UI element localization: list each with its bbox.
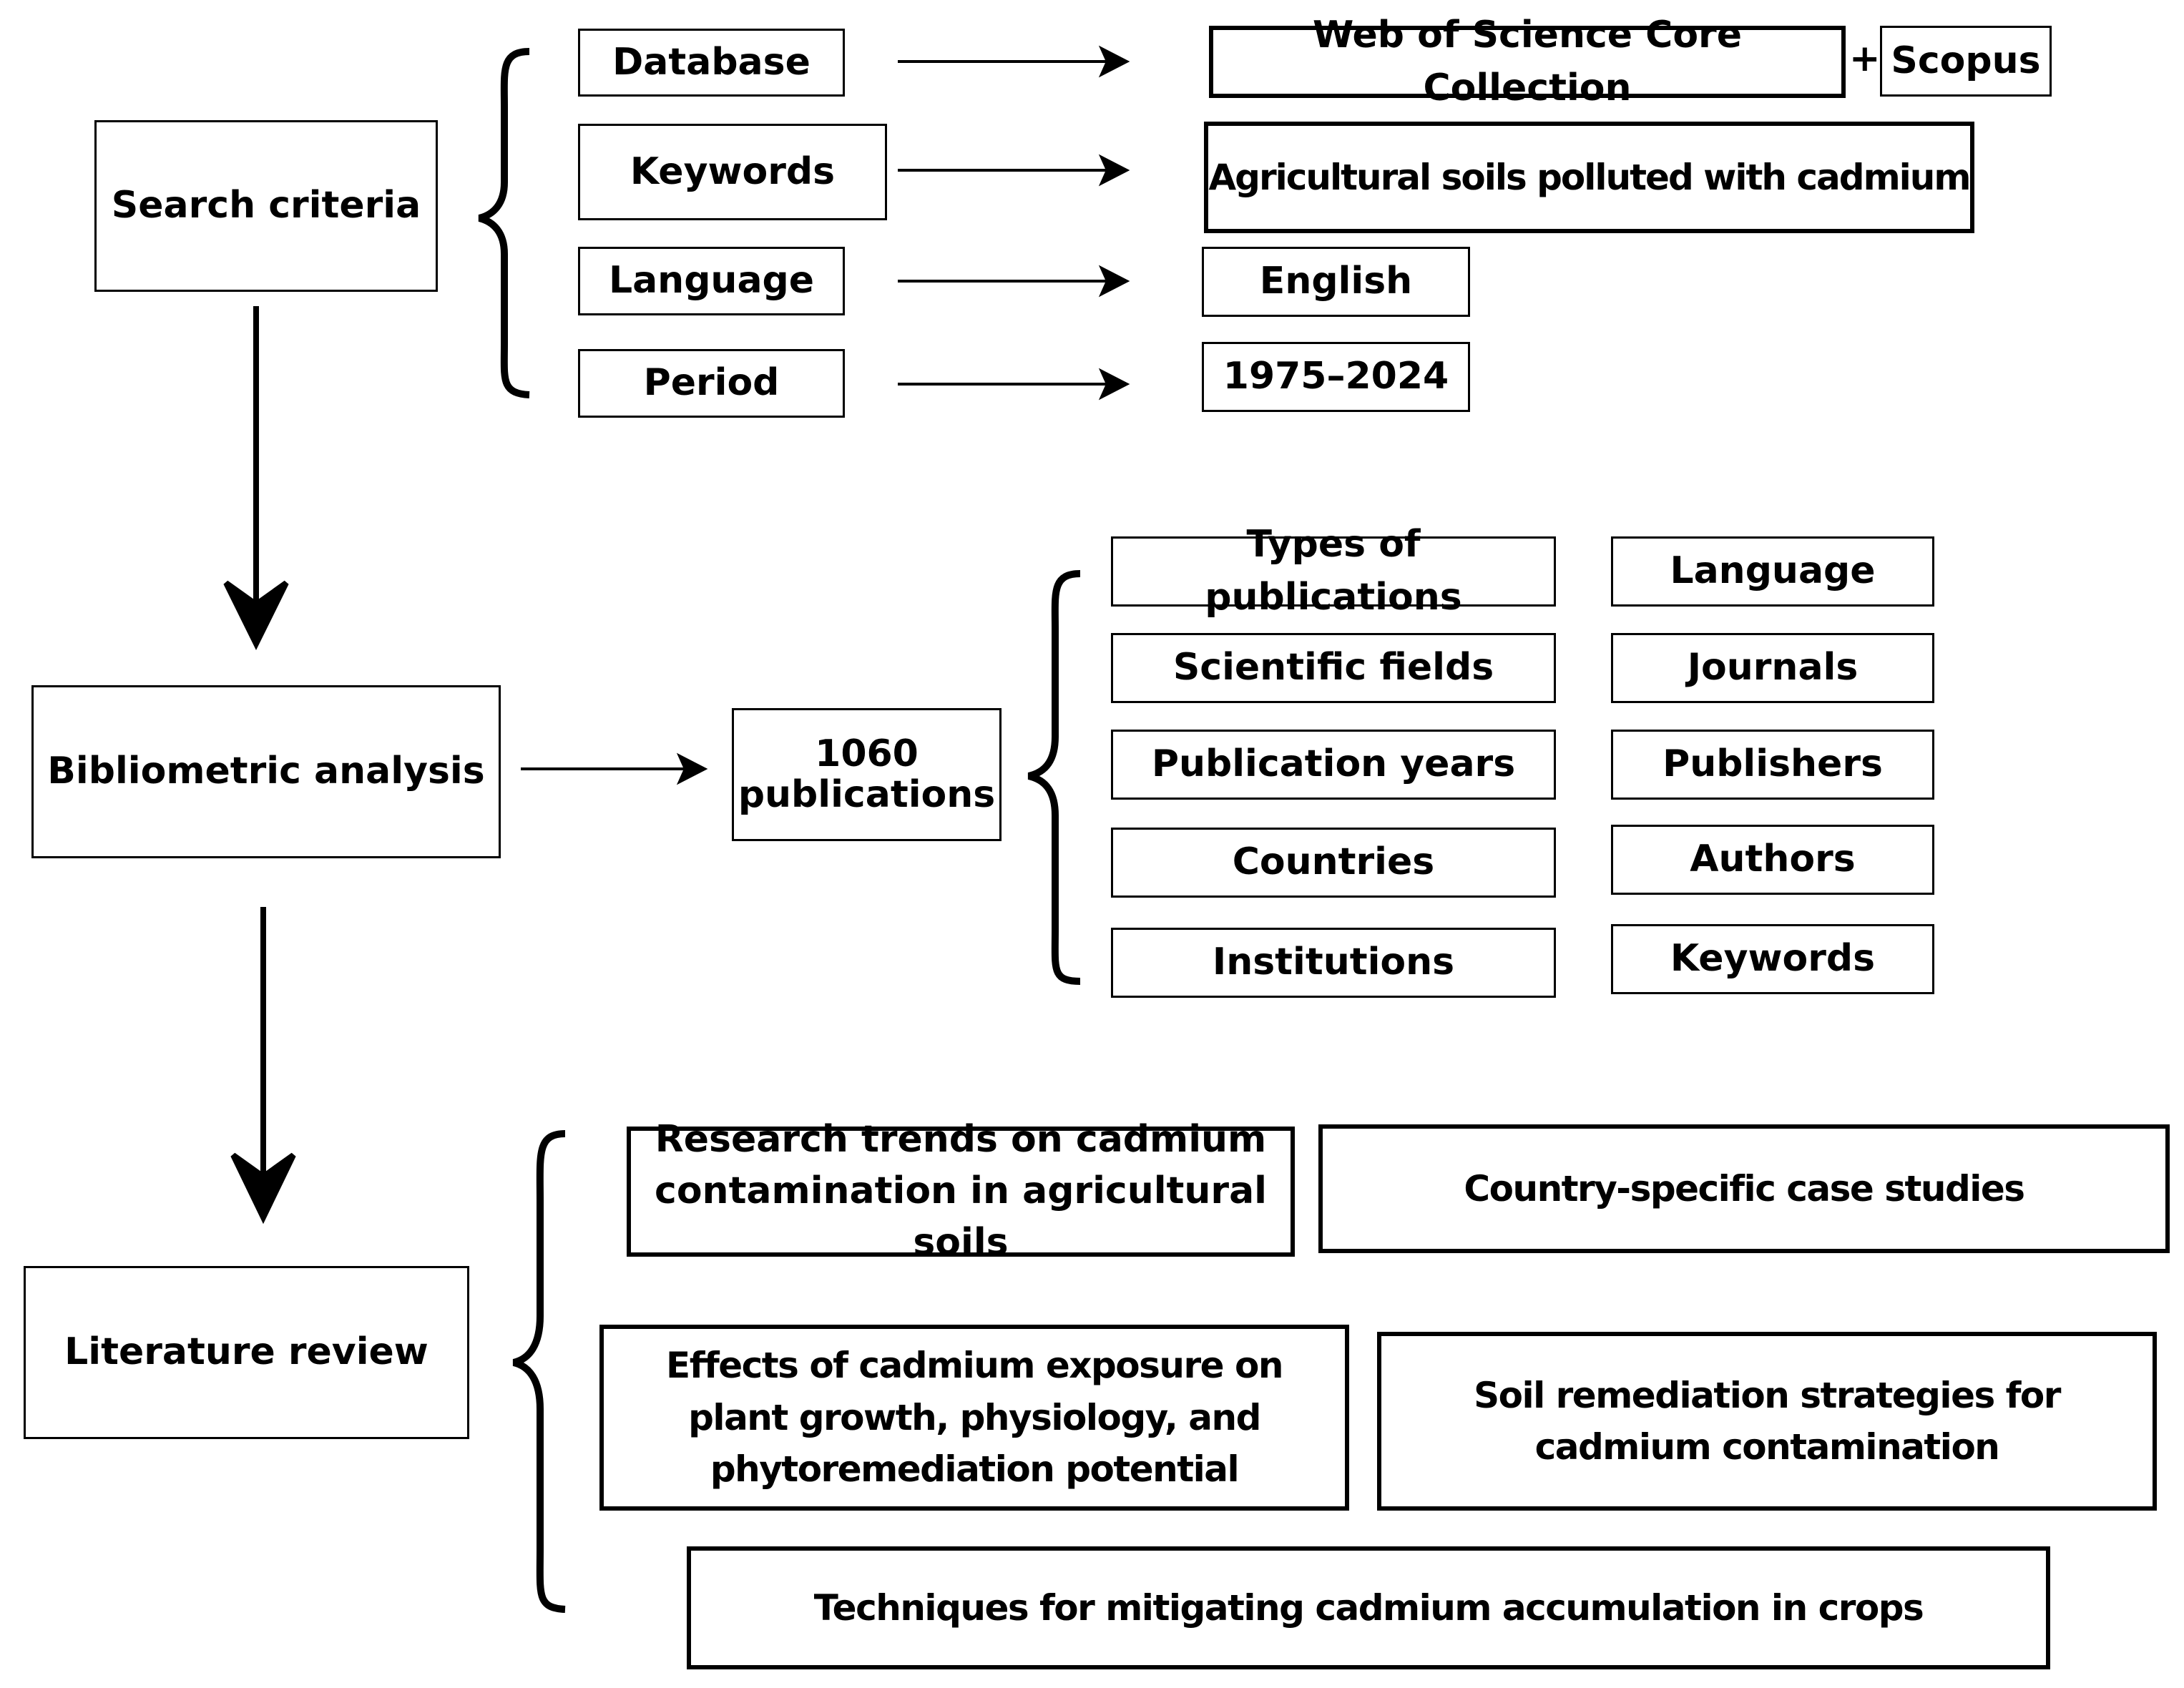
criteria-value-text: Web of Science Core Collection [1313,13,1742,109]
criteria-language-value: English [1202,247,1470,317]
bib-item-text: Publication years [1151,742,1516,786]
review-topic-box: Effects of cadmium exposure on plant gro… [599,1325,1349,1511]
review-topic-box: Country-specific case studies [1318,1124,2170,1253]
review-topic-box: Soil remediation strategies for cadmium … [1377,1332,2157,1511]
bibliometric-analysis-box: Bibliometric analysis [31,685,501,858]
criteria-keywords-label: Keywords [578,124,887,220]
review-brace [512,1130,566,1613]
criteria-label-text: Language [608,259,815,303]
review-topic-text: Research trends on cadmium contamination… [655,1118,1267,1264]
bib-item-text: Institutions [1212,941,1455,984]
bib-item-left: Types of publications [1111,523,1556,619]
criteria-label-text: Period [643,361,780,405]
criteria-period-label: Period [578,349,845,418]
database-plus-sign: + [1849,37,1881,80]
criteria-value-text: English [1259,260,1413,303]
criteria-keywords-value: Agricultural soils polluted with cadmium [1204,122,1974,233]
literature-review-title: Literature review [64,1330,429,1374]
criteria-arrows [521,45,1130,785]
criteria-database-value: Web of Science Core Collection [1209,14,1846,109]
bib-item-left: Scientific fields [1111,633,1556,703]
criteria-period-value: 1975–2024 [1202,342,1470,412]
review-topic-box: Research trends on cadmium contamination… [627,1118,1295,1264]
review-topic-text: Effects of cadmium exposure on plant gro… [666,1345,1283,1491]
publications-count-box: 1060 publications [732,708,1002,841]
criteria-database-extra: Scopus [1880,26,2052,97]
bib-item-text: Scientific fields [1172,646,1494,690]
criteria-label-text: Keywords [630,149,836,193]
bib-item-left: Publication years [1111,730,1556,800]
criteria-label-text: Database [612,40,811,84]
bib-item-right: Authors [1611,825,1934,895]
bib-item-text: Journals [1687,646,1859,690]
literature-review-box: Literature review [24,1266,469,1439]
bib-item-left: Institutions [1111,928,1556,998]
criteria-language-label: Language [578,247,845,315]
bib-item-right: Language [1611,536,1934,607]
review-topic-box: Techniques for mitigating cadmium accumu… [687,1546,2050,1669]
bibliometric-title: Bibliometric analysis [47,750,485,793]
bib-item-right: Keywords [1611,924,1934,994]
criteria-database-label: Database [578,29,845,97]
criteria-value-text: Agricultural soils polluted with cadmium [1208,156,1971,198]
criteria-value-text: Scopus [1891,39,2041,82]
bibliometric-brace [1027,570,1081,985]
criteria-value-text: 1975–2024 [1223,355,1449,398]
review-topic-text: Techniques for mitigating cadmium accumu… [813,1586,1924,1629]
bib-item-text: Language [1670,549,1876,593]
flow-arrows [223,306,296,1225]
bib-item-left: Countries [1111,828,1556,898]
bib-item-text: Types of publications [1205,523,1462,619]
bib-item-right: Publishers [1611,730,1934,800]
bib-item-text: Publishers [1663,742,1883,786]
search-brace [478,48,530,398]
bib-item-right: Journals [1611,633,1934,703]
review-topic-text: Soil remediation strategies for cadmium … [1474,1374,2061,1468]
bib-item-text: Countries [1232,840,1435,884]
search-criteria-title: Search criteria [111,184,421,227]
publications-count: 1060 publications [738,732,996,816]
bib-item-text: Keywords [1670,937,1876,981]
search-criteria-box: Search criteria [94,120,438,292]
review-topic-text: Country-specific case studies [1464,1167,2025,1209]
bib-item-text: Authors [1690,838,1856,881]
